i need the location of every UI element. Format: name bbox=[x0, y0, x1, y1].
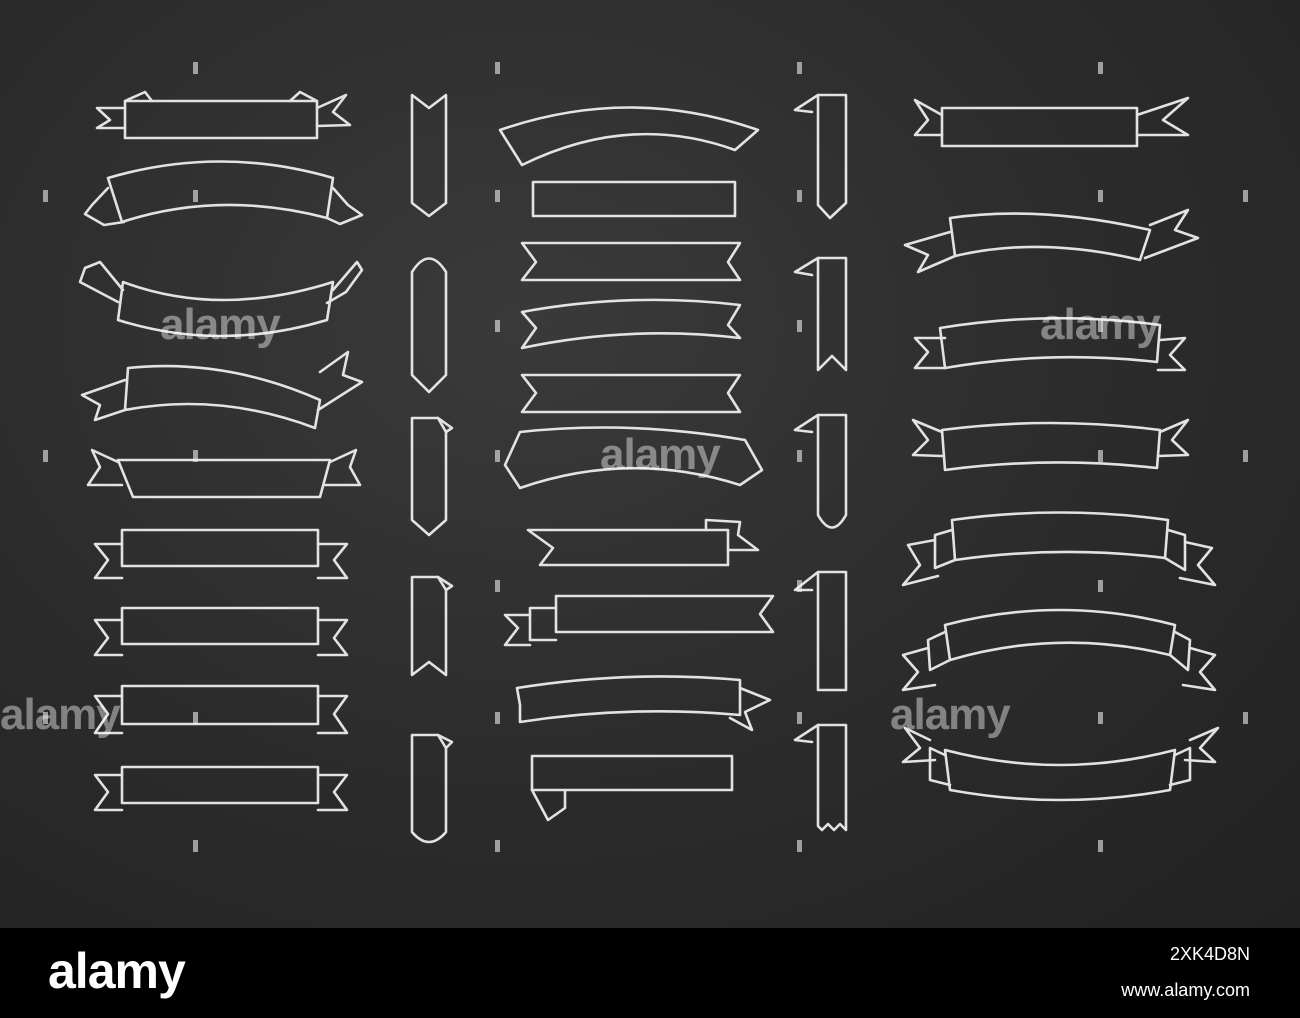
vertical-tag-7 bbox=[793, 256, 848, 372]
ribbon-col1-3 bbox=[78, 260, 364, 338]
ribbon-col1-6 bbox=[93, 528, 349, 580]
ribbon-col5-5 bbox=[901, 511, 1217, 587]
ribbon-col5-7 bbox=[901, 726, 1220, 802]
ribbon-col3-7 bbox=[526, 518, 760, 567]
vertical-tag-10 bbox=[793, 723, 848, 832]
ribbon-col3-10 bbox=[530, 754, 734, 822]
alamy-logo: alamy bbox=[48, 943, 186, 999]
watermark-text: alamy bbox=[1040, 300, 1161, 349]
vertical-tag-6 bbox=[793, 93, 848, 220]
ribbon-col3-3 bbox=[520, 241, 742, 282]
ribbon-col1-8 bbox=[93, 684, 349, 735]
ribbon-banner-collection bbox=[43, 62, 1248, 852]
ribbon-col5-6 bbox=[901, 608, 1217, 692]
vertical-tag-4 bbox=[410, 575, 454, 677]
ribbon-col1-5 bbox=[86, 448, 362, 499]
image-id-label: 2XK4D8N bbox=[1169, 944, 1250, 964]
vertical-tag-3 bbox=[410, 416, 454, 537]
ribbon-col5-3 bbox=[913, 316, 1187, 372]
ribbon-col3-9 bbox=[515, 675, 772, 732]
ribbon-col1-2 bbox=[83, 160, 364, 227]
watermark-text: alamy bbox=[890, 690, 1011, 739]
ribbon-col5-4 bbox=[911, 418, 1190, 472]
ribbon-col3-8 bbox=[503, 594, 775, 647]
footer-bar: alamy 2XK4D8N www.alamy.com bbox=[0, 928, 1300, 1018]
vertical-tag-9 bbox=[793, 570, 848, 692]
ribbon-col1-4 bbox=[80, 350, 364, 430]
watermark-text: alamy bbox=[600, 430, 721, 479]
watermark-text: alamy bbox=[0, 690, 121, 739]
vertical-tag-2 bbox=[410, 257, 448, 394]
watermark-text: alamy bbox=[160, 300, 281, 349]
footer-url-label: www.alamy.com bbox=[1121, 980, 1250, 1000]
ribbon-col1-1 bbox=[95, 90, 352, 140]
ribbon-col3-2 bbox=[531, 180, 737, 218]
ribbon-col1-9 bbox=[93, 765, 349, 812]
ribbon-col3-6 bbox=[503, 426, 764, 490]
ribbon-col1-7 bbox=[93, 606, 349, 657]
vertical-tag-5 bbox=[410, 733, 454, 844]
ribbon-col3-5 bbox=[520, 373, 742, 414]
ribbon-col3-4 bbox=[520, 298, 742, 350]
ribbon-col5-1 bbox=[913, 96, 1190, 148]
vertical-tag-1 bbox=[410, 93, 448, 218]
vertical-tag-8 bbox=[793, 413, 848, 529]
registration-marks bbox=[43, 62, 1248, 852]
ribbon-col5-2 bbox=[903, 208, 1200, 274]
ribbon-col3-1 bbox=[498, 106, 760, 167]
